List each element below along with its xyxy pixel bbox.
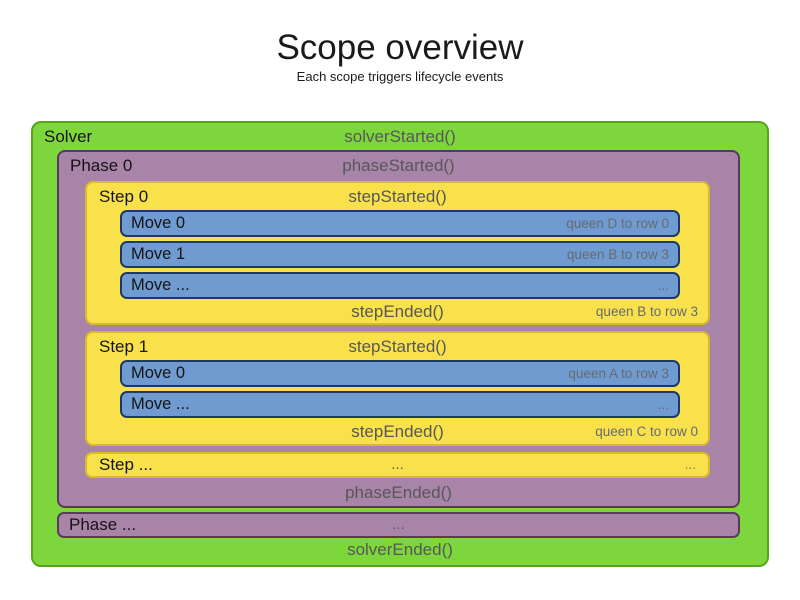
move-label: Move ... — [131, 395, 190, 413]
step1-ended-note: queen C to row 0 — [595, 424, 698, 439]
step0-started-event: stepStarted() — [348, 187, 447, 206]
step-more-label: Step ... — [99, 455, 153, 474]
move-label: Move 0 — [131, 364, 186, 382]
step1-label: Step 1 — [99, 337, 149, 356]
step0-scope-box: stepStarted() Step 0 Move 0 queen D to r… — [85, 181, 710, 325]
phase-ended-event: phaseEnded() — [345, 483, 452, 502]
step1-started-event: stepStarted() — [348, 337, 447, 356]
step1-ended-event: stepEnded() — [351, 422, 444, 441]
move-box: Move ... ... — [120, 272, 680, 299]
step0-label: Step 0 — [99, 187, 149, 206]
phase0-scope-box: phaseStarted() Phase 0 stepStarted() Ste… — [57, 150, 740, 508]
phase-started-event: phaseStarted() — [342, 156, 455, 175]
move-note: ... — [657, 397, 669, 412]
solver-label: Solver — [44, 127, 93, 146]
step0-ended-row: stepEnded() queen B to row 3 — [87, 301, 708, 323]
solver-header-row: solverStarted() Solver — [33, 125, 767, 149]
step1-header-row: stepStarted() Step 1 — [87, 335, 708, 359]
move-box: Move 1 queen B to row 3 — [120, 241, 680, 268]
move-box: Move 0 queen D to row 0 — [120, 210, 680, 237]
phase-more-label: Phase ... — [69, 515, 137, 534]
page-subtitle: Each scope triggers lifecycle events — [296, 69, 504, 84]
move-note: queen D to row 0 — [566, 216, 669, 231]
phase0-label: Phase 0 — [70, 156, 133, 175]
solver-started-event: solverStarted() — [344, 127, 456, 146]
step1-ended-row: stepEnded() queen C to row 0 — [87, 421, 708, 443]
move-box: Move 0 queen A to row 3 — [120, 360, 680, 387]
solver-ended-event: solverEnded() — [347, 540, 453, 559]
move-note: queen A to row 3 — [568, 366, 669, 381]
step1-scope-box: stepStarted() Step 1 Move 0 queen A to r… — [85, 331, 710, 446]
step0-ended-note: queen B to row 3 — [595, 304, 698, 319]
move-label: Move ... — [131, 276, 190, 294]
step-more-right-ellipsis: ... — [684, 457, 696, 472]
move-label: Move 1 — [131, 245, 186, 263]
page-title: Scope overview — [276, 28, 524, 67]
phase0-header-row: phaseStarted() Phase 0 — [59, 154, 738, 178]
phase-more-bar: Phase ... ... — [57, 512, 740, 538]
step-more-center-ellipsis: ... — [391, 456, 404, 473]
step-more-bar: Step ... ... ... — [85, 452, 710, 478]
move-note: ... — [657, 278, 669, 293]
move-label: Move 0 — [131, 214, 186, 232]
step0-ended-event: stepEnded() — [351, 302, 444, 321]
phase-more-center-ellipsis: ... — [392, 516, 405, 533]
solver-scope-box: solverStarted() Solver phaseStarted() Ph… — [31, 121, 769, 567]
step0-header-row: stepStarted() Step 0 — [87, 185, 708, 209]
move-box: Move ... ... — [120, 391, 680, 418]
move-note: queen B to row 3 — [566, 247, 669, 262]
